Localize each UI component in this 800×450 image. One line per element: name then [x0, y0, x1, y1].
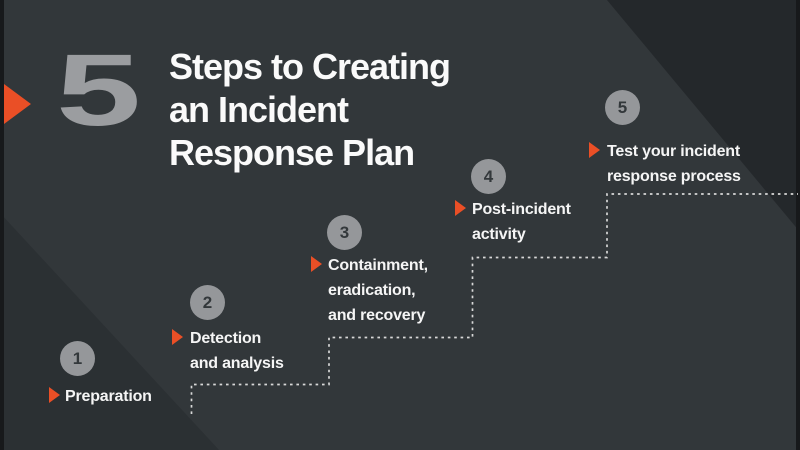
step-arrow-icon: [455, 200, 466, 216]
step-arrow-icon: [49, 387, 60, 403]
step-1-label: Preparation: [65, 384, 152, 409]
step-3-label: Containment, eradication, and recovery: [328, 253, 428, 328]
headline-big-number: 5: [56, 33, 142, 147]
page-title: Steps to Creating an Incident Response P…: [169, 45, 451, 174]
step-label-line: Preparation: [65, 388, 152, 405]
step-label-line: and recovery: [328, 307, 426, 324]
right-edge-strip: [796, 0, 800, 450]
step-4-number-badge: 4: [471, 159, 506, 194]
step-label-line: Detection: [190, 330, 262, 347]
left-edge-strip: [0, 0, 4, 450]
step-arrow-icon: [589, 142, 600, 158]
background-left-diagonal-shade: [0, 213, 219, 450]
step-3-number-badge: 3: [327, 215, 362, 250]
title-line: Steps to Creating: [169, 46, 451, 87]
accent-triangle-icon: [4, 84, 31, 124]
step-label-line: Test your incident: [607, 143, 741, 160]
step-label-line: Containment,: [328, 257, 428, 274]
title-line: an Incident: [169, 89, 349, 130]
step-label-line: activity: [472, 226, 526, 243]
step-label-line: Post-incident: [472, 201, 571, 218]
step-label-line: response process: [607, 168, 741, 185]
step-arrow-icon: [311, 256, 322, 272]
step-2-label: Detection and analysis: [190, 326, 284, 376]
background-right-diagonal-shade: [607, 0, 800, 232]
step-5-number-badge: 5: [605, 90, 640, 125]
step-arrow-icon: [172, 329, 183, 345]
step-label-line: and analysis: [190, 355, 284, 372]
step-label-line: eradication,: [328, 282, 416, 299]
step-5-label: Test your incident response process: [607, 139, 741, 189]
title-line: Response Plan: [169, 132, 415, 173]
step-2-number-badge: 2: [190, 285, 225, 320]
step-1-number-badge: 1: [60, 341, 95, 376]
step-4-label: Post-incident activity: [472, 197, 571, 247]
